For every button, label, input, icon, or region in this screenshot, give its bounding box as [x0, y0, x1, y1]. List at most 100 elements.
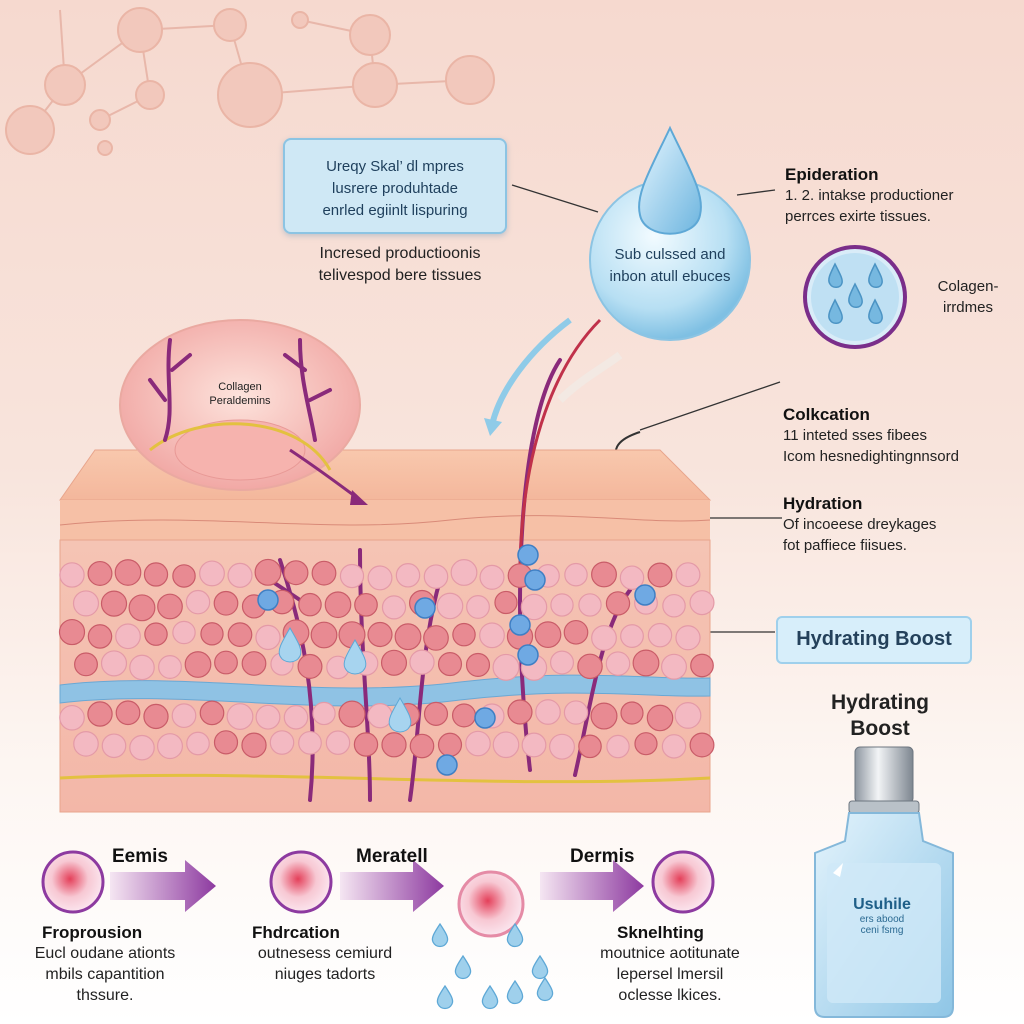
dermis-cell [451, 703, 477, 728]
dermis-cell [312, 701, 336, 726]
dermis-cell [479, 622, 505, 649]
dermis-cell [578, 593, 602, 617]
dermis-cell [87, 624, 113, 649]
dermis-cell [128, 594, 156, 622]
dermis-cell [158, 655, 182, 679]
dermis-cell [466, 595, 490, 619]
dermis-cell [675, 625, 701, 651]
dermis-cell [213, 730, 239, 755]
water-drop-icon [506, 979, 524, 1005]
label-body: Of incoeese dreykages [783, 516, 937, 533]
dermis-cell [269, 730, 295, 755]
process-flow-graphics [41, 850, 715, 1010]
dermis-cell [87, 701, 113, 727]
dermis-cell [563, 700, 589, 725]
dermis-cells [58, 544, 715, 776]
water-drop-icon [436, 984, 454, 1010]
hydrating-boost-title: Hydrating Boost [800, 690, 960, 742]
dermis-cell [129, 734, 155, 761]
dermis-cell [115, 623, 141, 650]
dermis-cell [73, 731, 99, 757]
collagen-inset-line: Peraldemins [209, 395, 271, 407]
dermis-cell [338, 700, 366, 728]
dermis-cell [185, 589, 211, 615]
label-hydration: Hydration Of incoeese dreykages fot paff… [783, 494, 1013, 556]
dermis-cell [338, 621, 366, 649]
dermis-cell [492, 653, 520, 681]
dermis-cell [311, 560, 337, 586]
dermis-cell [214, 650, 238, 675]
bottle-brand: Usuhile [853, 896, 911, 913]
dermis-cell [283, 705, 309, 730]
hydrating-boost-tag: Hydrating Boost [776, 616, 972, 664]
droplet-caption: Sub culssed and inbon atull ebuces [596, 244, 744, 288]
stage-desc: mbils capantition [45, 966, 165, 983]
water-drop-icon [481, 984, 499, 1010]
callout-line: enrled egiinlt lispuring [322, 202, 468, 219]
water-molecule [517, 644, 539, 666]
dermis-cell [74, 652, 98, 677]
dermis-cell [535, 699, 561, 725]
water-molecule [509, 614, 531, 636]
dermis-cell [620, 701, 644, 725]
molecule-background [5, 7, 495, 156]
water-droplet-sphere [589, 125, 751, 341]
stage-top-label: Eemis [112, 846, 168, 867]
dermis-cell [241, 651, 267, 676]
bottle-small-text: ers abood [859, 914, 905, 925]
stage-3-text: Sknelhting moutnice aotitunate lepersel … [575, 923, 765, 1006]
stage-2-text: Fhdrcation outnesess cemiurd niuges tado… [230, 923, 420, 985]
dermis-cell [157, 593, 183, 620]
water-drop-icon [531, 954, 549, 980]
bottle-label: Usuhile ers abood ceni fsmg [832, 896, 932, 936]
dermis-cell [325, 730, 351, 755]
dermis-cell [465, 652, 491, 678]
label-body: Colagen- [937, 278, 999, 295]
callout-note-line: telivespod bere tissues [318, 267, 482, 284]
label-colkcation: Colkcation 1⁡1 inteted sses fibees Icom … [783, 405, 1013, 467]
dermis-cell [114, 559, 142, 586]
dermis-cell [479, 564, 505, 590]
dermis-cell [353, 732, 379, 757]
serum-bottle [814, 746, 954, 1018]
dermis-cell [423, 701, 449, 726]
water-drop-icon [388, 696, 412, 733]
dermis-cell [647, 622, 673, 648]
dermis-cell [381, 732, 407, 758]
water-molecule [414, 597, 436, 619]
stage-desc: outnesess cemiurd [257, 945, 393, 962]
dermis-cell [549, 650, 575, 675]
dermis-cell [186, 731, 210, 756]
dermis-cell [452, 622, 476, 647]
dermis-cell [606, 734, 630, 759]
dermis-cell [647, 562, 673, 588]
stage-desc: moutnice aotitunate [600, 945, 740, 962]
dermis-cell [619, 565, 645, 590]
dermis-cell [662, 593, 686, 618]
dermis-cell [367, 621, 393, 648]
dermis-cell [143, 703, 169, 730]
dermis-cell [634, 732, 658, 756]
dermis-cell [199, 700, 225, 726]
dermis-cell [171, 703, 197, 729]
label-colagen: Colagen- irrdmes [918, 276, 1018, 318]
dermis-cell [550, 593, 574, 617]
dermis-cell [549, 733, 575, 760]
dermis-cell [494, 590, 518, 615]
stage-top-label: Dermis [570, 846, 635, 867]
callout-line: lusrere produhtade [332, 180, 458, 197]
dermis-cell [437, 732, 463, 757]
dermis-cell [199, 560, 225, 587]
dermis-cell [72, 590, 100, 617]
stage-title: Sknelhting [617, 923, 704, 942]
stage-desc: oclesse lkices. [618, 987, 722, 1004]
dermis-cell [310, 621, 338, 649]
dermis-cell [423, 564, 449, 589]
dermis-cell [101, 733, 127, 759]
dermis-cell [59, 562, 85, 588]
dermis-cell [87, 560, 113, 586]
dermis-cell [380, 649, 408, 676]
dermis-cell [578, 734, 602, 759]
callout-note: Incresed productioonis telivespod bere t… [300, 243, 500, 287]
stage-title: Froprousion [42, 923, 143, 942]
